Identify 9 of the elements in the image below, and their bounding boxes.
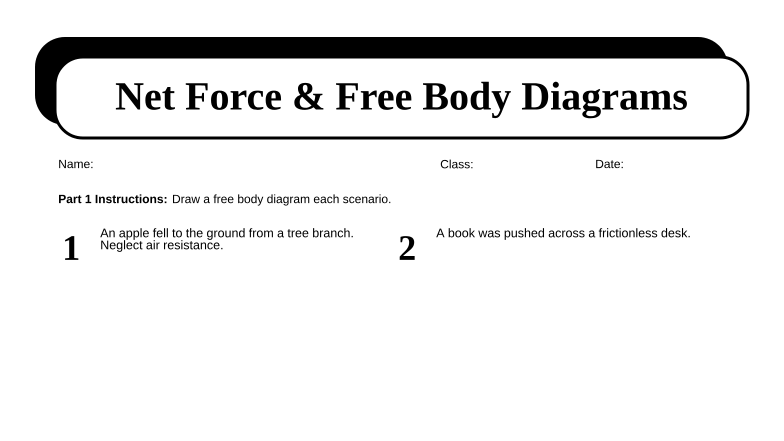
field-label: Date: bbox=[596, 160, 623, 168]
title: Net Force & Free Body Diagrams bbox=[116, 82, 687, 118]
question-text: An apple fell to the ground from a tree branch. Neglect air resistance. bbox=[100, 228, 353, 252]
question-number: 1 bbox=[65, 236, 78, 260]
question-text: A book was pushed across a frictionless desk. bbox=[436, 228, 690, 240]
field-label: Name: bbox=[59, 160, 92, 168]
instructions-text: Part 1 Instructions: Draw a free body diagram each scenario. bbox=[59, 194, 390, 206]
question-number: 2 bbox=[400, 236, 415, 260]
field-label: Class: bbox=[440, 160, 472, 168]
